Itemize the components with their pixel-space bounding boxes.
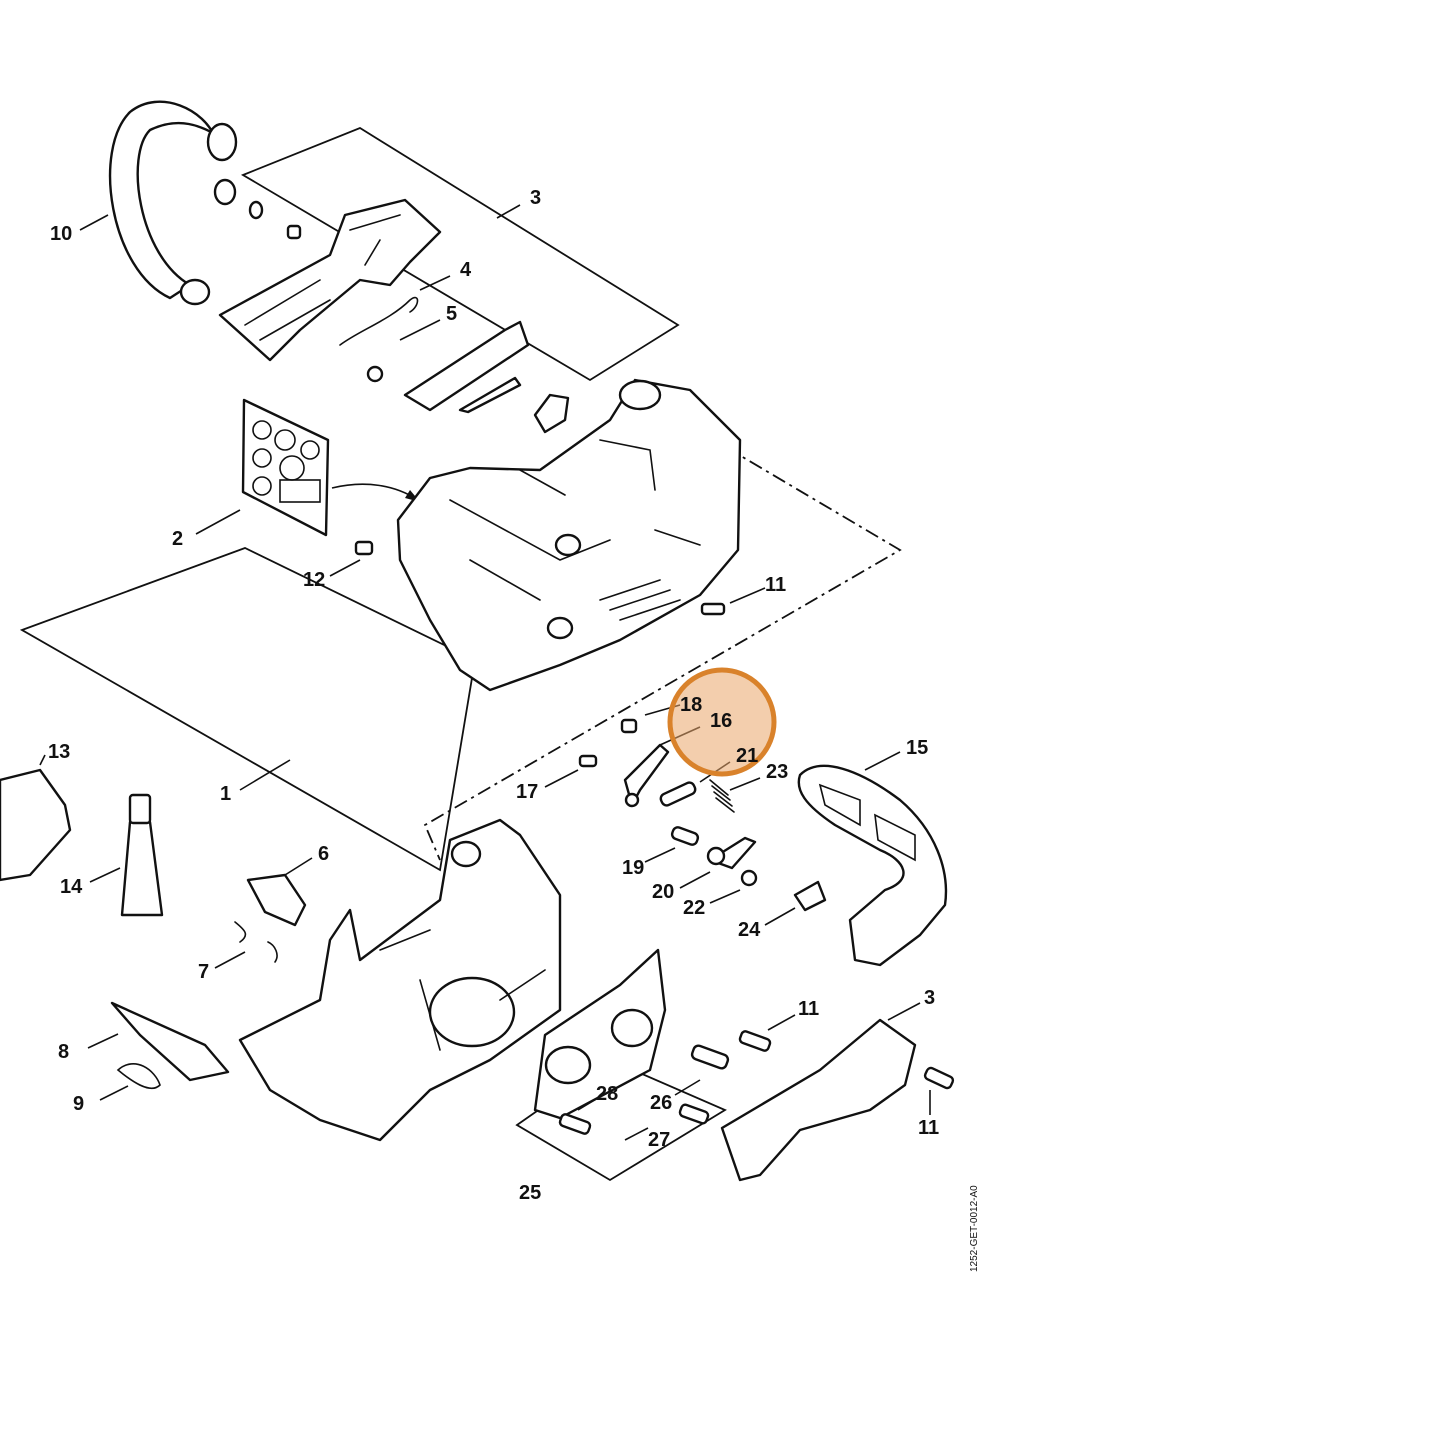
callout-5: 5: [446, 303, 457, 325]
callout-17: 17: [516, 781, 538, 803]
callout-21: 21: [736, 745, 758, 767]
callout-12: 12: [303, 569, 325, 591]
crankcase-part: [238, 818, 562, 1142]
drawing-code: 1252-GET-0012-A0: [969, 1185, 980, 1272]
rear-handle-top-part: [218, 198, 442, 362]
callout-18: 18: [680, 694, 702, 716]
callout-8: 8: [58, 1041, 69, 1063]
cover-plate-part: [533, 948, 667, 1120]
rear-handle-bottom-part: [720, 1018, 917, 1182]
callout-15: 15: [906, 737, 928, 759]
housing-assembly-frame: [19, 547, 476, 872]
callout-16: 16: [710, 710, 732, 732]
callout-23: 23: [766, 761, 788, 783]
callout-14: 14: [60, 876, 83, 898]
callout-19: 19: [622, 857, 644, 879]
grease-tube-part: [120, 793, 164, 917]
callout-25: 25: [519, 1182, 541, 1204]
handlebar-part: [108, 100, 238, 306]
callout-1: 1: [220, 783, 231, 805]
callout-13: 13: [48, 741, 70, 763]
callout-24: 24: [738, 919, 761, 941]
callout-22: 22: [683, 897, 705, 919]
callout-3: 3: [530, 187, 541, 209]
stud-parts: [558, 1030, 955, 1135]
callout-2: 2: [172, 528, 183, 550]
callout-3b: 3: [924, 987, 935, 1009]
main-housing-part: [396, 378, 742, 692]
small-bushing-part: [213, 178, 302, 240]
leader-lines: [39, 204, 931, 1141]
callout-28: 28: [596, 1083, 618, 1105]
callout-11: 11: [765, 574, 786, 596]
callout-20: 20: [652, 881, 674, 903]
callout-26: 26: [650, 1092, 672, 1114]
callout-10: 10: [50, 223, 72, 245]
brake-assembly-dash-frame: [423, 419, 902, 861]
throttle-trigger-part: [366, 320, 530, 414]
callout-9: 9: [73, 1093, 84, 1115]
screw-part: [354, 540, 726, 616]
brake-small-parts: [578, 718, 827, 912]
upper-assembly-frame: [240, 126, 680, 382]
highlight-circle: [667, 667, 777, 777]
callout-11b: 11: [798, 998, 819, 1020]
lever-part: [533, 393, 570, 434]
decal-arrow: [331, 483, 419, 501]
callout-7: 7: [198, 961, 209, 983]
ignition-parts: [110, 873, 307, 1090]
callout-11c: 11: [918, 1117, 939, 1139]
hand-guard-part: [797, 764, 948, 967]
callout-27: 27: [648, 1129, 670, 1151]
spring-part: [339, 296, 419, 346]
safety-decal-part: [241, 398, 330, 537]
callout-4: 4: [460, 259, 472, 281]
side-cover-part: [0, 768, 72, 882]
callout-6: 6: [318, 843, 329, 865]
